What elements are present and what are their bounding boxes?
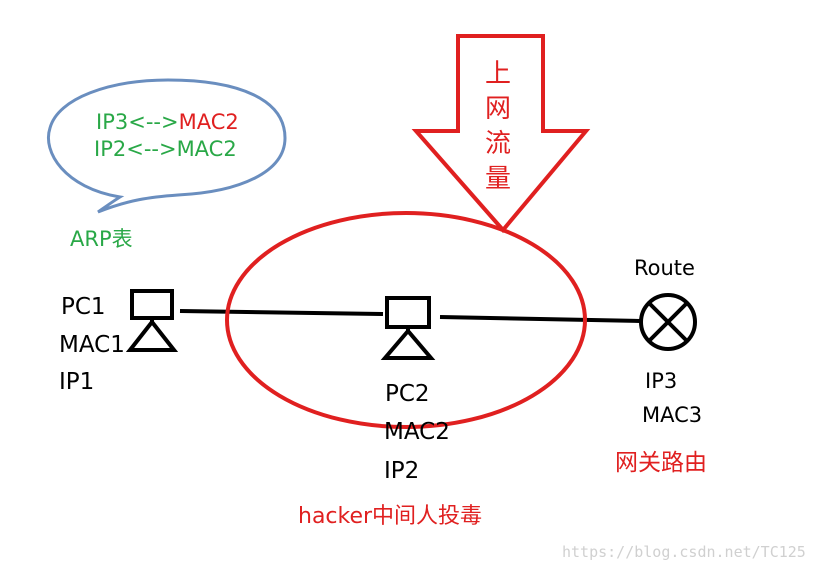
router-mac: MAC3 [642, 403, 703, 427]
arp-entry-ip3-mac: MAC2 [178, 110, 239, 134]
arp-entry-ip3: IP3<-->MAC2 [96, 112, 239, 133]
mitm-caption: hacker中间人投毒 [298, 504, 483, 529]
watermark: https://blog.csdn.net/TC125 [562, 543, 806, 561]
traffic-char-2: 网 [485, 94, 512, 124]
pc2-ip: IP2 [384, 458, 420, 484]
traffic-char-4: 量 [485, 164, 512, 194]
pc1-name: PC1 [61, 294, 106, 320]
traffic-char-1: 上 [485, 59, 512, 89]
link-pc2-router [439, 315, 641, 323]
traffic-down-arrow [411, 34, 591, 234]
pc1-ip: IP1 [59, 369, 95, 395]
pc2-mac: MAC2 [384, 419, 450, 445]
router-title: Route [634, 256, 695, 280]
pc2-computer-icon [380, 296, 436, 360]
mitm-ellipse [225, 211, 587, 429]
arp-speech-bubble [47, 78, 287, 214]
pc2-name: PC2 [385, 381, 430, 407]
router-caption: 网关路由 [615, 450, 707, 476]
pc1-mac: MAC1 [59, 332, 125, 358]
arp-table-caption: ARP表 [70, 227, 133, 251]
pc1-computer-icon [125, 289, 179, 352]
router-icon [639, 293, 697, 351]
link-pc1-pc2 [179, 309, 384, 316]
router-ip: IP3 [645, 369, 678, 393]
arp-entry-ip2: IP2<-->MAC2 [94, 137, 237, 161]
traffic-char-3: 流 [485, 129, 512, 159]
arp-entry-ip3-label: IP3<--> [96, 110, 179, 134]
